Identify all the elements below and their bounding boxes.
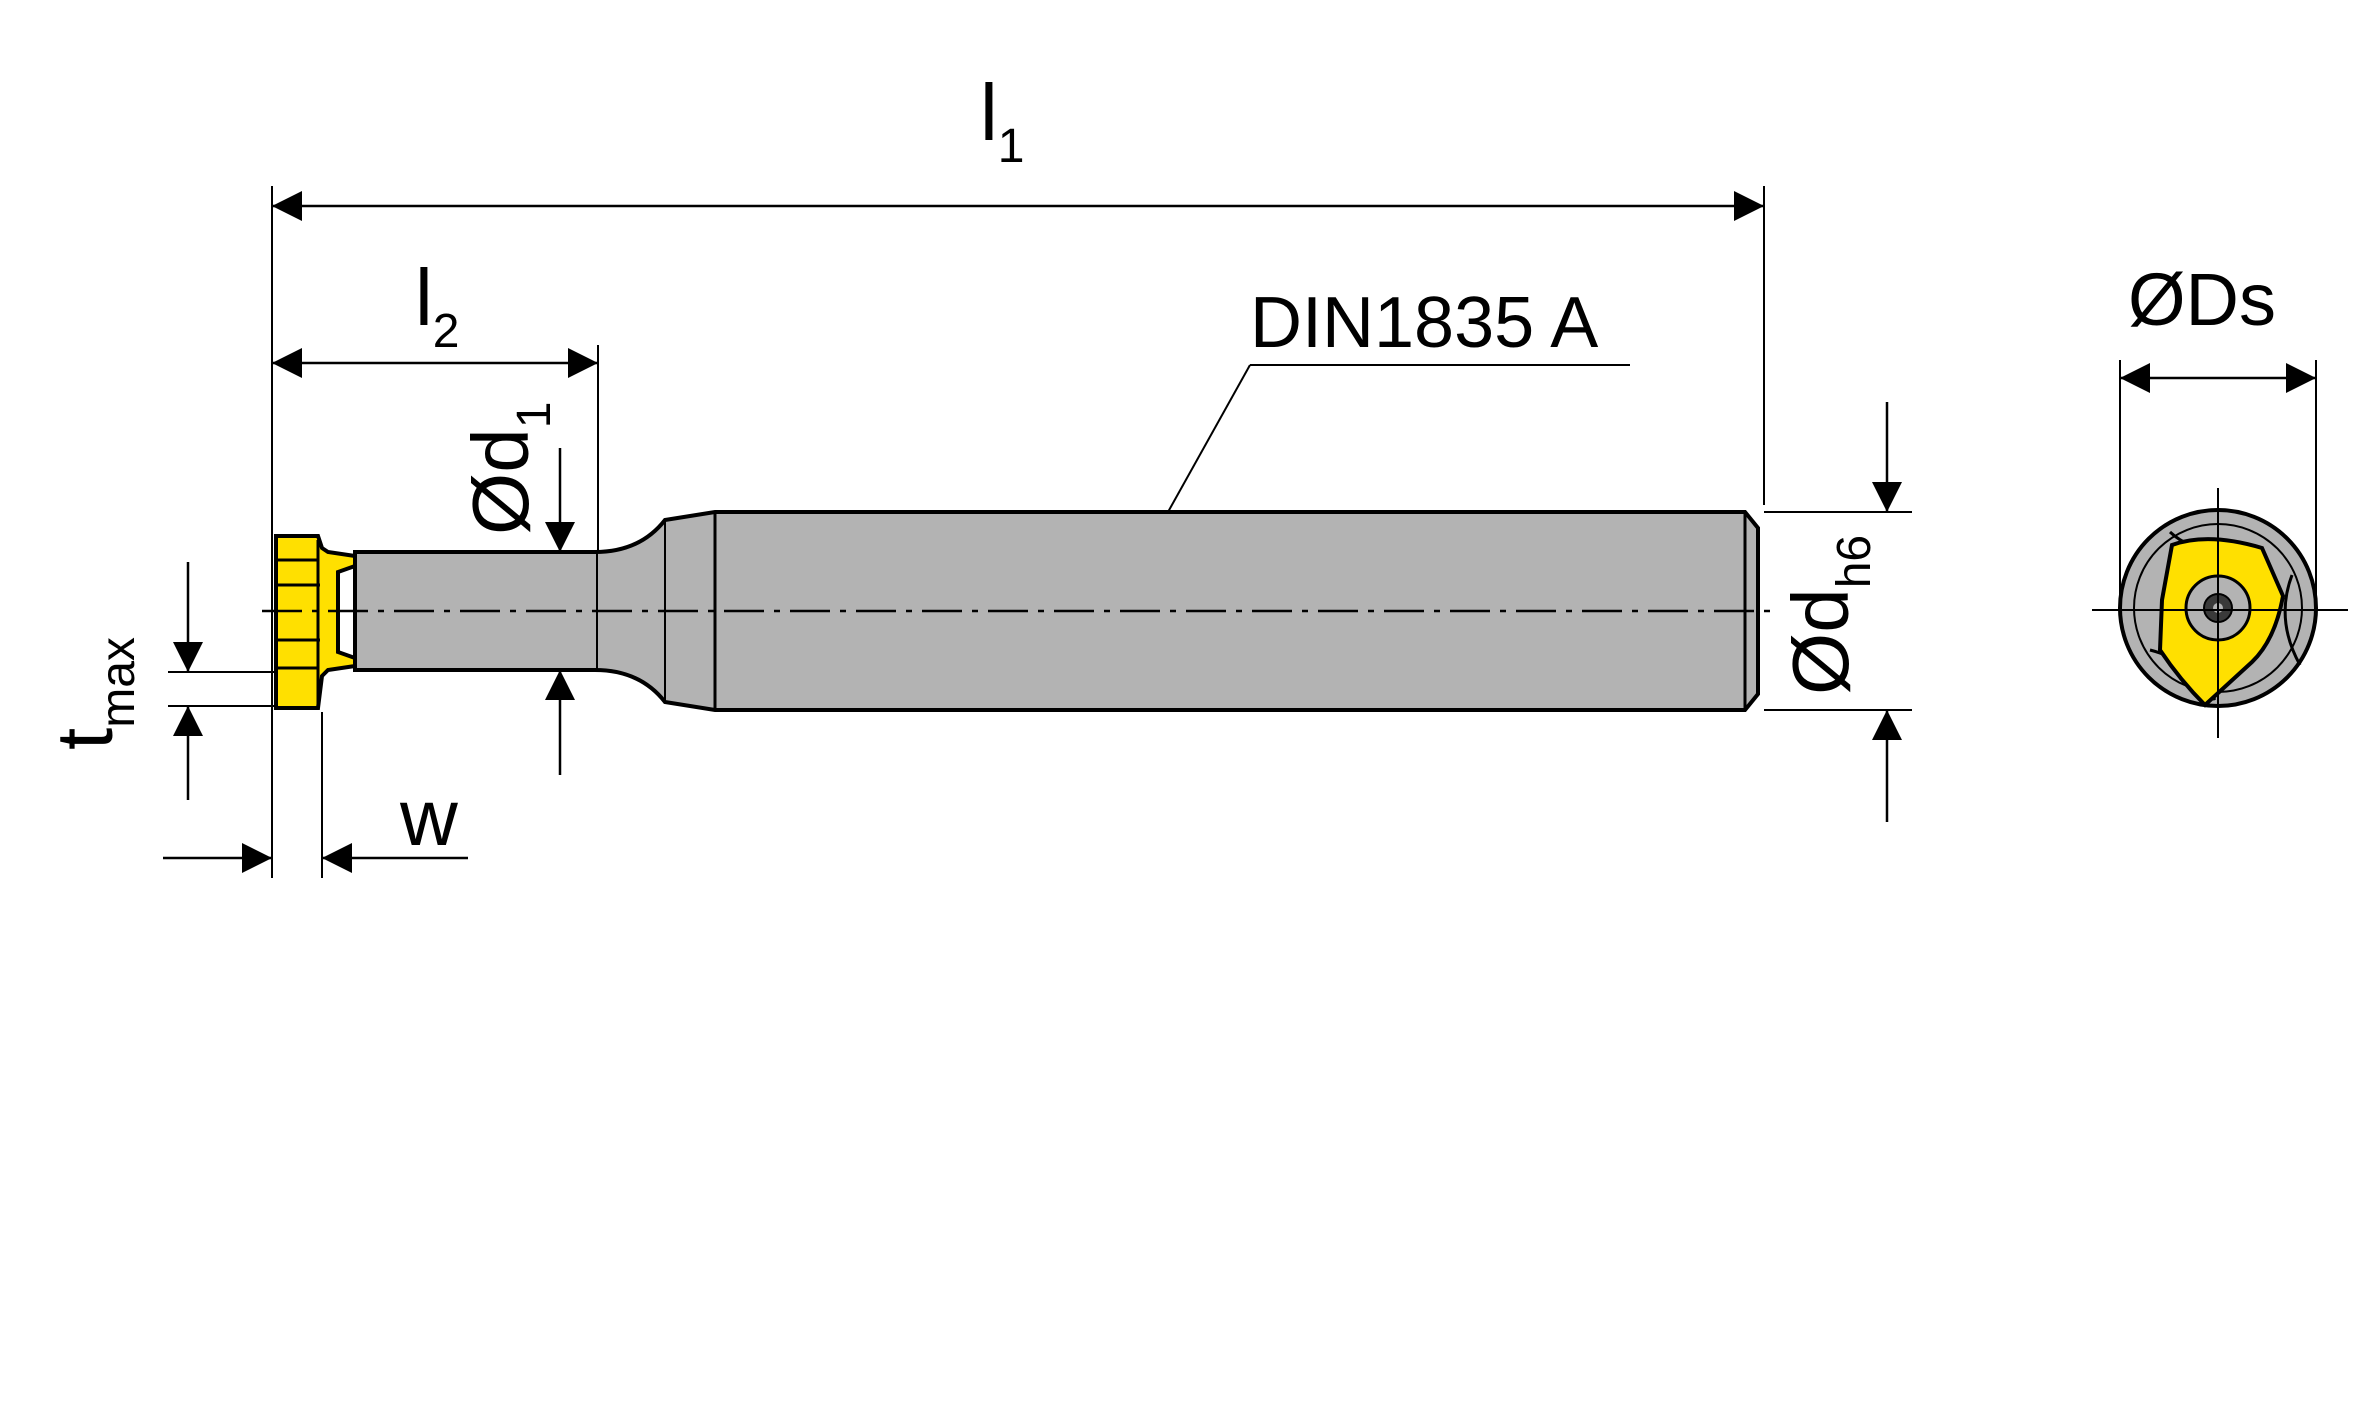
label-tmax: tmax bbox=[40, 637, 145, 750]
callout-leader bbox=[1167, 364, 1251, 513]
end-view: ØDs bbox=[2092, 258, 2348, 738]
label-l2: l2 bbox=[415, 253, 459, 358]
label-l1: l1 bbox=[980, 68, 1024, 173]
label-ds: ØDs bbox=[2128, 258, 2276, 341]
end-view-flute-2 bbox=[2283, 574, 2302, 666]
label-dh6: Ødh6 bbox=[1776, 535, 1881, 695]
callout-text: DIN1835 A bbox=[1250, 283, 1598, 363]
label-d1: Ød1 bbox=[456, 402, 561, 535]
side-view: l1 l2 Ød1 Ødh6 tmax w DIN1835 A bbox=[40, 68, 1912, 878]
label-w: w bbox=[399, 773, 458, 862]
insert-body bbox=[274, 534, 357, 710]
